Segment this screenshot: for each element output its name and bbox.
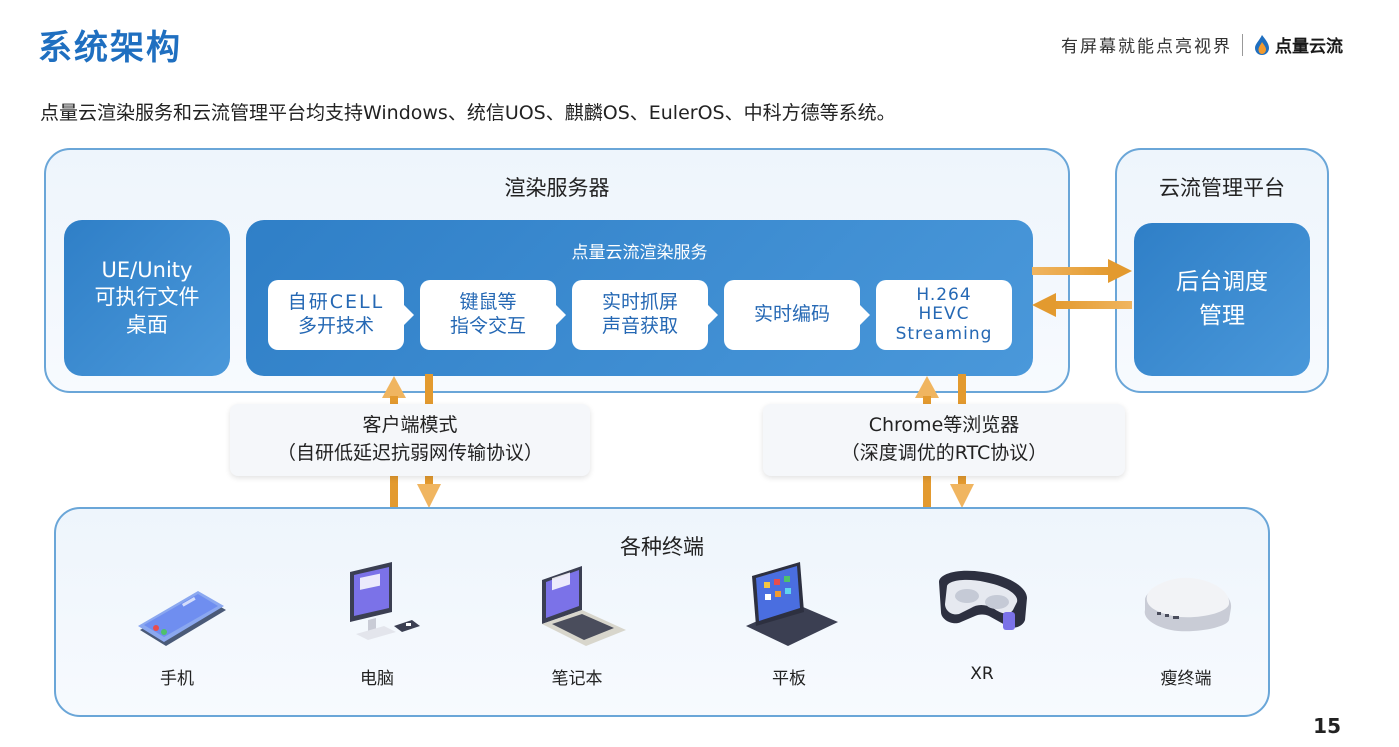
management-panel: 云流管理平台 后台调度 管理 [1115, 148, 1329, 393]
phone-icon [138, 591, 226, 646]
render-service-title: 点量云流渲染服务 [571, 243, 708, 263]
device-label-thin-client: 瘦终端 [1160, 669, 1212, 689]
step-cell-multi-instance: 自研CELL 多开技术 [268, 280, 404, 350]
step-line: 指令交互 [449, 315, 526, 337]
browser-mode-title: Chrome等浏览器 [868, 414, 1020, 437]
device-laptop: 笔记本 [512, 560, 642, 689]
step-arrow-icon [404, 305, 414, 325]
device-label-tablet: 平板 [772, 669, 806, 689]
page-title: 系统架构 [38, 28, 182, 68]
laptop-icon [542, 566, 626, 646]
render-server-panel: 渲染服务器 UE/Unity 可执行文件 桌面 点量云流渲染服务 自研CELL … [44, 148, 1070, 393]
browser-mode-desc: （深度调优的RTC协议） [840, 442, 1048, 464]
tablet-icon [746, 562, 838, 646]
device-label-desktop: 电脑 [360, 669, 394, 689]
arrow-to-management-icon [1032, 259, 1132, 283]
step-line: 声音获取 [601, 315, 678, 337]
brand-header: 有屏幕就能点亮视界 点量云流 [1061, 32, 1343, 57]
render-service-box: 点量云流渲染服务 自研CELL 多开技术 键鼠等 指令交互 实时抓屏 声音获取 … [246, 220, 1033, 376]
step-arrow-icon [860, 305, 870, 325]
flame-logo-icon [1255, 34, 1269, 55]
xr-headset-icon [939, 570, 1027, 630]
step-streaming: H.264 HEVC Streaming [876, 280, 1012, 350]
management-title: 云流管理平台 [1159, 176, 1285, 200]
step-realtime-encoding: 实时编码 [724, 280, 860, 350]
ue-unity-box: UE/Unity 可执行文件 桌面 [64, 220, 230, 376]
device-label-phone: 手机 [160, 669, 194, 689]
step-line: 多开技术 [297, 315, 374, 337]
step-line: 实时抓屏 [601, 291, 678, 314]
step-line: HEVC [918, 304, 970, 325]
ue-unity-line: UE/Unity [101, 258, 193, 283]
subtitle: 点量云渲染服务和云流管理平台均支持Windows、统信UOS、麒麟OS、Eule… [40, 102, 896, 124]
step-input-interaction: 键鼠等 指令交互 [420, 280, 556, 350]
device-label-laptop: 笔记本 [551, 669, 603, 689]
step-line: 自研CELL [287, 291, 385, 314]
desktop-icon [350, 562, 420, 640]
browser-mode-box: Chrome等浏览器 （深度调优的RTC协议） [763, 404, 1125, 476]
step-screen-capture: 实时抓屏 声音获取 [572, 280, 708, 350]
client-mode-desc: （自研低延迟抗弱网传输协议） [276, 442, 543, 464]
scheduling-line: 管理 [1199, 302, 1245, 329]
client-mode-box: 客户端模式 （自研低延迟抗弱网传输协议） [230, 404, 590, 476]
scheduling-line: 后台调度 [1176, 269, 1268, 296]
step-line: 键鼠等 [459, 291, 517, 314]
device-tablet: 平板 [724, 560, 854, 689]
ue-unity-line: 可执行文件 [94, 285, 200, 310]
brand-divider [1242, 33, 1243, 56]
ue-unity-line: 桌面 [126, 312, 168, 337]
step-arrow-icon [708, 305, 718, 325]
scheduling-box: 后台调度 管理 [1134, 223, 1310, 376]
device-phone: 手机 [112, 560, 242, 689]
step-line: 实时编码 [753, 303, 830, 326]
terminals-panel: 各种终端 [54, 507, 1270, 717]
step-arrow-icon [556, 305, 566, 325]
terminals-title: 各种终端 [620, 535, 704, 559]
device-label-xr: XR [970, 664, 994, 684]
brand-slogan: 有屏幕就能点亮视界 [1061, 37, 1232, 57]
arrow-from-management-icon [1032, 293, 1132, 317]
step-line: H.264 [916, 284, 972, 305]
device-thin-client: 瘦终端 [1121, 560, 1251, 689]
brand-name: 点量云流 [1275, 37, 1343, 57]
thin-client-icon [1144, 577, 1232, 632]
client-mode-title: 客户端模式 [362, 414, 458, 437]
step-line: Streaming [895, 323, 993, 344]
device-desktop: 电脑 [312, 560, 442, 689]
page-number: 15 [1313, 714, 1341, 738]
device-xr: XR [917, 560, 1047, 684]
render-server-title: 渲染服务器 [504, 176, 610, 200]
